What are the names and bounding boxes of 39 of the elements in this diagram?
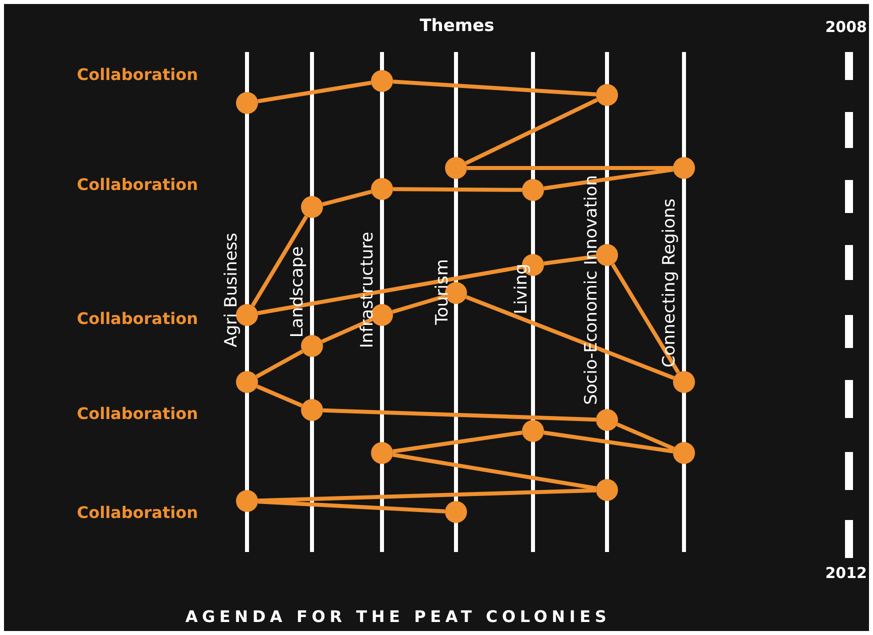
theme-label: Socio-Economic Innovation <box>584 175 600 405</box>
connector-line <box>258 488 596 503</box>
connector-line <box>392 452 596 490</box>
theme-label: Tourism <box>434 259 452 325</box>
connector-line <box>322 190 372 206</box>
connector-line <box>616 422 675 450</box>
row-label: Collaboration <box>76 505 198 521</box>
connector-line <box>258 80 372 104</box>
row-label: Collaboration <box>76 67 198 83</box>
connector-line <box>250 215 308 307</box>
theme-label: Agri Business <box>224 232 240 348</box>
year-label: 2012 <box>825 566 867 581</box>
connector-line <box>392 430 522 454</box>
year-label: 2008 <box>825 20 867 35</box>
connector-line <box>321 318 373 344</box>
connector-line <box>544 254 596 266</box>
connector-line <box>467 166 673 170</box>
connector-line <box>611 263 680 374</box>
caption: AGENDA FOR THE PEAT COLONIES <box>185 609 611 625</box>
heading: Themes <box>420 18 494 35</box>
theme-label: Connecting Regions <box>662 198 678 368</box>
connector-line <box>392 294 446 314</box>
connector-line <box>258 264 522 316</box>
connector-line <box>256 350 304 378</box>
connector-line <box>258 500 446 514</box>
theme-label: Infrastructure <box>360 232 376 348</box>
theme-label: Living <box>514 264 530 314</box>
connector-line <box>256 384 303 408</box>
theme-label: Landscape <box>290 246 306 338</box>
connector-line <box>466 295 674 380</box>
connector-line <box>392 80 596 96</box>
connector-line <box>392 187 522 192</box>
connector-line <box>544 430 674 454</box>
row-label: Collaboration <box>76 406 198 422</box>
connector-line <box>322 408 596 422</box>
row-label: Collaboration <box>76 177 198 193</box>
connector-line <box>465 98 598 166</box>
connector-line <box>544 168 674 190</box>
row-label: Collaboration <box>76 311 198 327</box>
